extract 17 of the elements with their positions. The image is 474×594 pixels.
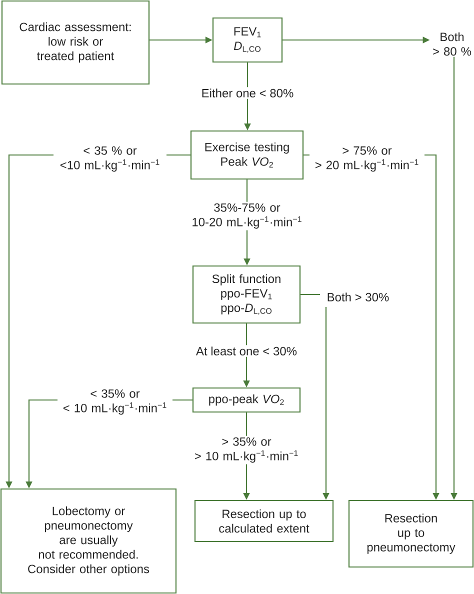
edge-label: At least one < 30% [194, 345, 299, 357]
edge-label: Either one < 80% [200, 87, 296, 99]
edge-label: Both > 30% [325, 291, 391, 303]
edge-label: < 35% or < 10 mL·kg$^{−1}$·min$^{−1}$ [58, 388, 172, 416]
condition-text: Both > 80 % [433, 32, 472, 56]
result-box: Lobectomy or pneumonectomy are usually not recommended. Consider other options [0, 488, 177, 594]
edge-label: > 75% or > 20 mL·kg$^{−1}$·min$^{−1}$ [310, 144, 424, 174]
result-box: Resection up to pneumonectomy [348, 500, 474, 568]
process-box: Exercise testing Peak VO$_{2}$ [190, 130, 304, 180]
result-box: Resection up to calculated extent [194, 500, 334, 542]
process-box: FEV$_{1}$ D$_{L,CO}$ [212, 17, 283, 63]
edge-label: > 35% or > 10 mL·kg$^{−1}$·min$^{−1}$ [189, 436, 304, 464]
process-box: ppo-peak VO$_{2}$ [192, 387, 301, 413]
edge-label: 35%-75% or 10-20 mL·kg$^{−1}$·min$^{−1}$ [188, 202, 306, 230]
edge-label: < 35 % or <10 mL·kg$^{−1}$·min$^{−1}$ [54, 144, 166, 174]
process-box: Split function ppo-FEV$_{1}$ ppo-D$_{L,CO}$ [192, 265, 301, 324]
process-box: Cardiac assessment: low risk or treated patient [1, 0, 150, 85]
